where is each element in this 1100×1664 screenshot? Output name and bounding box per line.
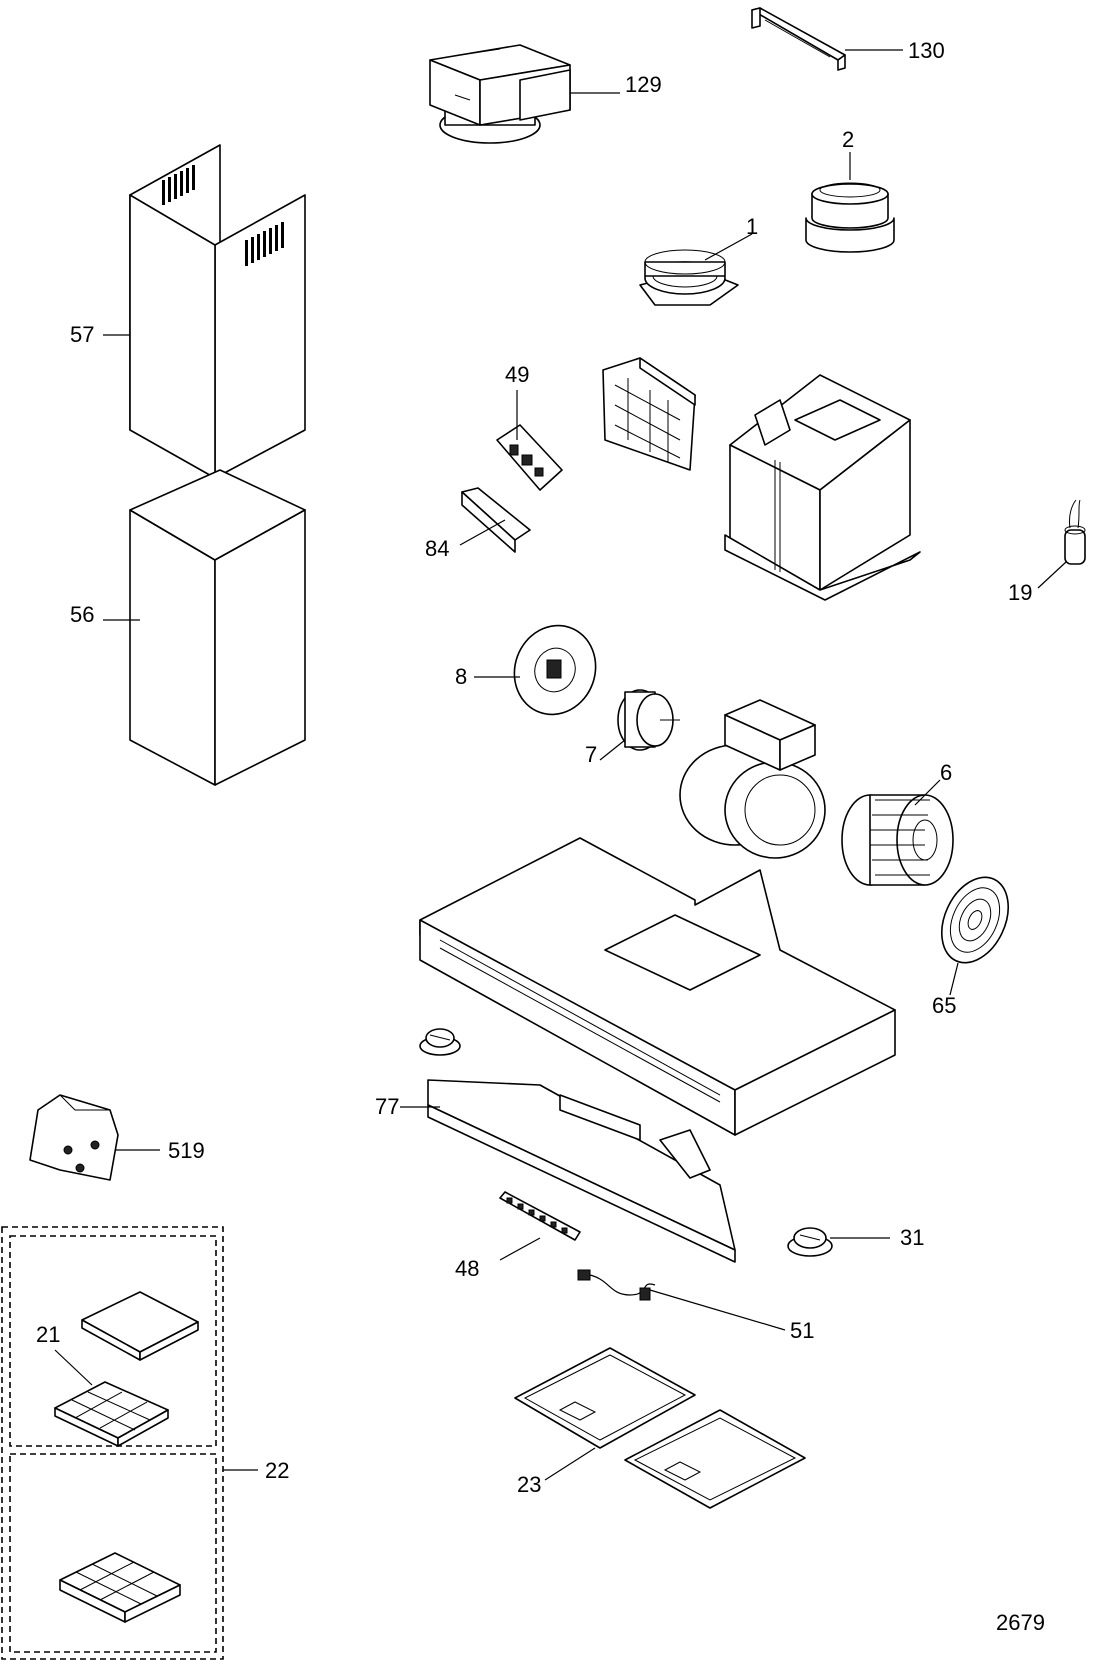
- callout-56: 56: [70, 602, 94, 627]
- part-51-wiring-harness: [577, 1269, 786, 1331]
- callout-84: 84: [425, 536, 449, 561]
- blower-scroll-housing: [679, 699, 826, 859]
- part-49-control-board: [496, 390, 563, 491]
- main-hood-body: [419, 837, 896, 1136]
- part-84-cover: [459, 487, 531, 553]
- part-129-duct-transition: [429, 44, 620, 144]
- part-19-capacitor: [1037, 499, 1086, 589]
- part-2-duct-collar: [805, 152, 895, 253]
- callout-57: 57: [70, 322, 94, 347]
- callout-65: 65: [932, 993, 956, 1018]
- callout-130: 130: [908, 38, 945, 63]
- callout-2: 2: [842, 127, 854, 152]
- callout-23: 23: [517, 1472, 541, 1497]
- part-57-upper-chimney: [103, 144, 306, 479]
- callout-77: 77: [375, 1094, 399, 1119]
- callout-21: 21: [36, 1322, 60, 1347]
- callout-8: 8: [455, 664, 467, 689]
- part-21-filter-tray: [54, 1349, 169, 1447]
- part-65-grille: [941, 876, 1009, 996]
- drawing-number: 2679: [996, 1610, 1045, 1635]
- part-23-grease-filters: [514, 1347, 806, 1509]
- callout-519: 519: [168, 1138, 205, 1163]
- callout-1: 1: [746, 214, 758, 239]
- callout-31: 31: [900, 1225, 924, 1250]
- callout-22: 22: [265, 1458, 289, 1483]
- callout-49: 49: [505, 362, 529, 387]
- callout-51: 51: [790, 1318, 814, 1343]
- callout-7: 7: [585, 742, 597, 767]
- callout-labels: 129 130 2 1 57 49 84 19 56 8 7 6 65 77 5…: [36, 38, 1045, 1635]
- callout-48: 48: [455, 1256, 479, 1281]
- part-77-front-panel: [400, 1079, 736, 1263]
- charcoal-filter-frame: [602, 357, 696, 471]
- part-130-bracket: [751, 7, 903, 71]
- callout-129: 129: [625, 72, 662, 97]
- hood-knob-left: [419, 1028, 461, 1056]
- part-7-motor: [599, 689, 680, 761]
- callout-19: 19: [1008, 580, 1032, 605]
- part-22-filter-kit-group: [1, 1226, 258, 1660]
- part-1-flange-ring: [639, 233, 753, 306]
- part-48-switch-board: [499, 1191, 581, 1261]
- part-519-hardware-bag: [29, 1094, 160, 1181]
- part-6-blower-wheel: [841, 779, 954, 886]
- part-31-knob: [787, 1227, 890, 1257]
- blower-housing-box: [724, 374, 921, 601]
- part-56-lower-chimney: [103, 469, 306, 786]
- callout-6: 6: [940, 760, 952, 785]
- part-8-motor-plate: [474, 624, 597, 716]
